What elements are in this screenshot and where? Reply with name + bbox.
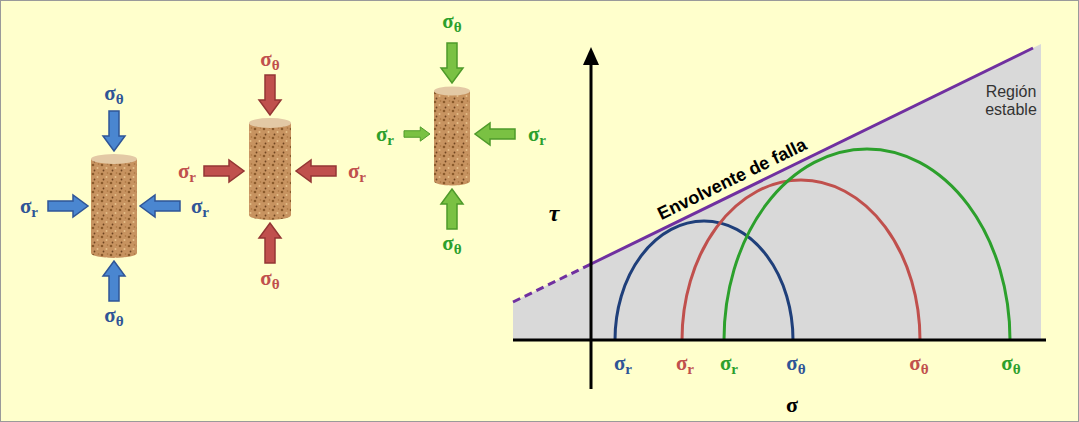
specimen-blue [91,154,137,258]
axis-arrowhead [583,47,599,65]
mohr-circle [682,180,920,340]
region-label: Región estable [976,83,1046,120]
stress-label: σθ [104,305,123,326]
stress-label: σθ [442,233,461,254]
envelope-dashed [513,264,591,302]
stress-arrow [48,111,180,301]
stress-label: σr [191,196,209,217]
axis-label: σ [786,394,798,416]
tick-label: σθ [786,353,805,374]
failure-envelope [591,48,1033,264]
stress-label: σr [528,124,546,145]
stress-arrow [404,43,515,229]
stress-label: σθ [442,11,461,32]
tick-label: σr [720,353,738,374]
stress-label: σr [376,124,394,145]
stress-label: σθ [260,49,279,70]
sigma-axis [513,339,1046,342]
stress-arrow [204,75,336,263]
tick-label: σr [676,353,694,374]
stress-label: σθ [104,83,123,104]
stress-label: σr [20,196,38,217]
stress-label: σr [348,161,366,182]
axis-label: τ [549,201,560,225]
tick-label: σθ [1001,353,1020,374]
tick-label: σr [614,353,632,374]
stress-label: σr [178,161,196,182]
stress-label: σθ [260,268,279,289]
tau-axis [590,63,593,389]
specimen-green [434,87,470,186]
tick-label: σθ [909,353,928,374]
specimen-red [249,118,291,220]
